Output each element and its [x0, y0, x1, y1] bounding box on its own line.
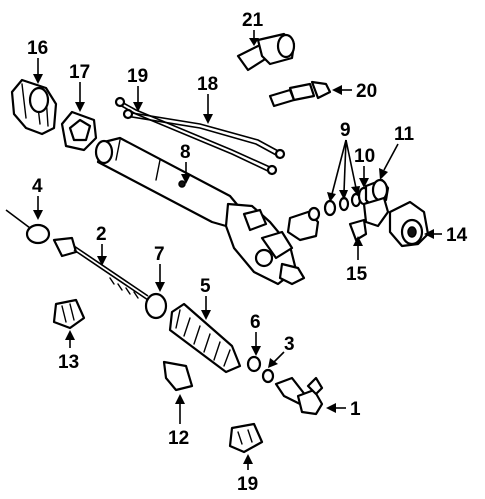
- callout-7: 7: [154, 244, 165, 265]
- callout-21: 21: [242, 10, 264, 31]
- callout-14: 14: [446, 225, 468, 246]
- part-4-tie-rod-end: [5, 209, 51, 245]
- callout-6: 6: [250, 312, 261, 333]
- callout-2: 2: [96, 224, 107, 245]
- part-6-jam-nut: [246, 355, 262, 373]
- part-13-bushing: [52, 298, 86, 330]
- part-7-clamp-ring: [144, 292, 168, 320]
- part-20-fitting: [268, 80, 332, 108]
- callout-8: 8: [180, 142, 191, 163]
- part-15-boot: [348, 196, 390, 242]
- callout-13: 13: [58, 352, 79, 373]
- part-5-bellows-boot: [168, 302, 242, 374]
- part-8-gear-housing: [94, 136, 320, 286]
- part-19-insulator-lower: [228, 422, 264, 454]
- callout-10: 10: [354, 146, 375, 167]
- callout-11: 11: [394, 124, 415, 145]
- callout-18: 18: [197, 74, 218, 95]
- part-17-clamp: [60, 110, 98, 152]
- part-3-nut: [261, 368, 275, 384]
- callout-leaders: [33, 30, 442, 470]
- callout-3: 3: [284, 334, 295, 355]
- callout-5: 5: [200, 276, 211, 297]
- part-9-seal-rings: [307, 192, 362, 222]
- part-1-outer-tie-rod-end: [274, 376, 324, 416]
- callout-1: 1: [350, 399, 361, 420]
- part-2-inner-tie-rod: [52, 236, 149, 301]
- part-11-bearing: [364, 178, 390, 208]
- callout-16: 16: [27, 38, 48, 59]
- part-18-fluid-line-lower: [122, 108, 286, 160]
- part-14-cover: [388, 200, 430, 248]
- part-12-mount-bracket: [162, 360, 194, 392]
- callout-12: 12: [168, 428, 189, 449]
- callout-19: 19: [127, 66, 148, 87]
- callout-17: 17: [69, 62, 90, 83]
- callout-15: 15: [346, 264, 368, 285]
- callout-20: 20: [356, 81, 377, 102]
- callout-4: 4: [32, 176, 43, 197]
- part-16-mount-bracket: [10, 78, 58, 136]
- callout-19-lower: 19: [237, 474, 258, 495]
- callout-numbers: 1 2 3 4 5 6 7 8 9 10 11 12 13 14 15 16 1…: [27, 10, 468, 495]
- part-21-shaft-coupler: [236, 32, 296, 72]
- callout-9: 9: [340, 120, 351, 141]
